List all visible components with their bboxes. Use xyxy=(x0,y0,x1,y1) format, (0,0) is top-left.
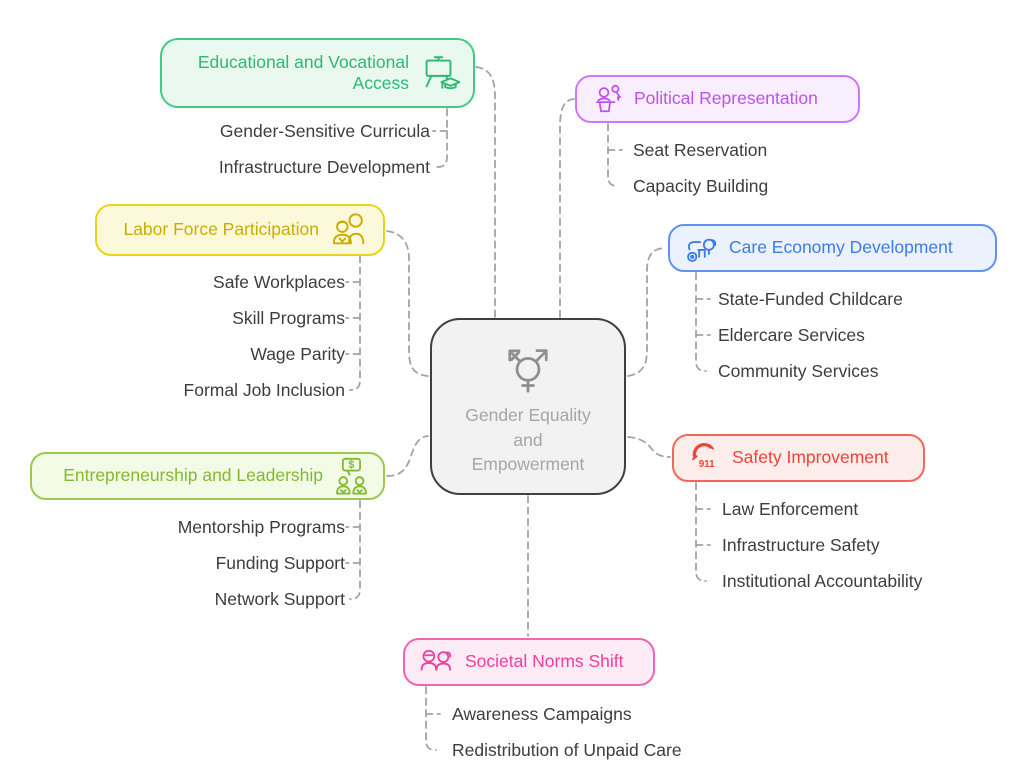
child-label-capacity-building[interactable]: Capacity Building xyxy=(633,176,769,196)
two-people-icon xyxy=(418,647,456,678)
child-label-wage-parity[interactable]: Wage Parity xyxy=(250,344,345,364)
funding-badge-people-icon: $ xyxy=(332,456,370,496)
child-label-formal-job-inclusion[interactable]: Formal Job Inclusion xyxy=(183,380,345,400)
central-node-gender-equality[interactable]: Gender Equality and Empowerment xyxy=(430,318,626,495)
child-label-skill-programs[interactable]: Skill Programs xyxy=(232,308,345,328)
child-label-funding-support[interactable]: Funding Support xyxy=(215,553,345,573)
branch-node-entrepreneurship-leadership[interactable]: Entrepreneurship and Leadership $ xyxy=(30,452,385,500)
edge-political-children xyxy=(607,123,623,187)
branch-label: Care Economy Development xyxy=(729,237,953,258)
branch-node-labor-force-participation[interactable]: Labor Force Participation xyxy=(95,204,385,256)
branch-label: Safety Improvement xyxy=(732,447,889,468)
branch-label: Entrepreneurship and Leadership xyxy=(63,465,323,486)
edge-center-safety xyxy=(627,436,671,458)
edge-societal-children xyxy=(425,686,441,751)
branch-node-safety-improvement[interactable]: 911 Safety Improvement xyxy=(672,434,925,482)
child-label-awareness-campaigns[interactable]: Awareness Campaigns xyxy=(452,704,632,724)
edge-labor-children xyxy=(345,255,361,391)
child-label-network-support[interactable]: Network Support xyxy=(214,589,345,609)
child-label-infrastructure-safety[interactable]: Infrastructure Safety xyxy=(722,535,880,555)
edge-center-educational xyxy=(475,66,496,318)
edge-care-children xyxy=(695,272,711,372)
child-label-redistribution-of-unpaid-care[interactable]: Redistribution of Unpaid Care xyxy=(452,740,682,760)
podium-speaker-icon xyxy=(590,81,625,117)
child-label-gender-sensitive-curricula[interactable]: Gender-Sensitive Curricula xyxy=(219,121,430,141)
child-label-institutional-accountability[interactable]: Institutional Accountability xyxy=(722,571,923,591)
branch-node-educational-vocational-access[interactable]: Educational and Vocational Access xyxy=(160,38,475,108)
edge-center-labor xyxy=(386,230,429,377)
child-label-infrastructure-development[interactable]: Infrastructure Development xyxy=(218,157,430,177)
workers-group-icon xyxy=(328,210,370,250)
edge-entrepreneurship-children xyxy=(345,500,361,600)
branch-label: Societal Norms Shift xyxy=(465,651,624,672)
branch-node-societal-norms-shift[interactable]: Societal Norms Shift xyxy=(403,638,655,686)
transgender-symbol-icon xyxy=(497,337,559,403)
child-label-community-services[interactable]: Community Services xyxy=(718,361,879,381)
edge-safety-children xyxy=(695,482,711,582)
child-label-mentorship-programs[interactable]: Mentorship Programs xyxy=(177,517,345,537)
edge-center-care xyxy=(627,247,667,377)
child-label-law-enforcement[interactable]: Law Enforcement xyxy=(722,499,859,519)
branch-label: Political Representation xyxy=(634,88,818,109)
child-label-seat-reservation[interactable]: Seat Reservation xyxy=(633,140,768,160)
emergency-phone-911-icon: 911 xyxy=(687,440,723,476)
child-label-eldercare-services[interactable]: Eldercare Services xyxy=(718,325,865,345)
branch-label: Educational and Vocational Access xyxy=(197,51,409,93)
child-label-state-funded-childcare[interactable]: State-Funded Childcare xyxy=(718,289,903,309)
svg-text:911: 911 xyxy=(699,459,715,470)
presentation-board-graduation-icon xyxy=(418,53,460,93)
branch-label: Labor Force Participation xyxy=(123,219,319,240)
edge-educational-children xyxy=(432,108,448,168)
svg-text:$: $ xyxy=(348,459,354,471)
child-label-safe-workplaces[interactable]: Safe Workplaces xyxy=(213,272,345,292)
toy-dog-icon xyxy=(683,230,720,267)
central-node-label: Gender Equality and Empowerment xyxy=(465,405,591,474)
edge-center-political xyxy=(559,98,575,318)
branch-node-care-economy-development[interactable]: Care Economy Development xyxy=(668,224,997,272)
branch-node-political-representation[interactable]: Political Representation xyxy=(575,75,860,123)
edge-center-entrepreneurship xyxy=(386,435,429,477)
